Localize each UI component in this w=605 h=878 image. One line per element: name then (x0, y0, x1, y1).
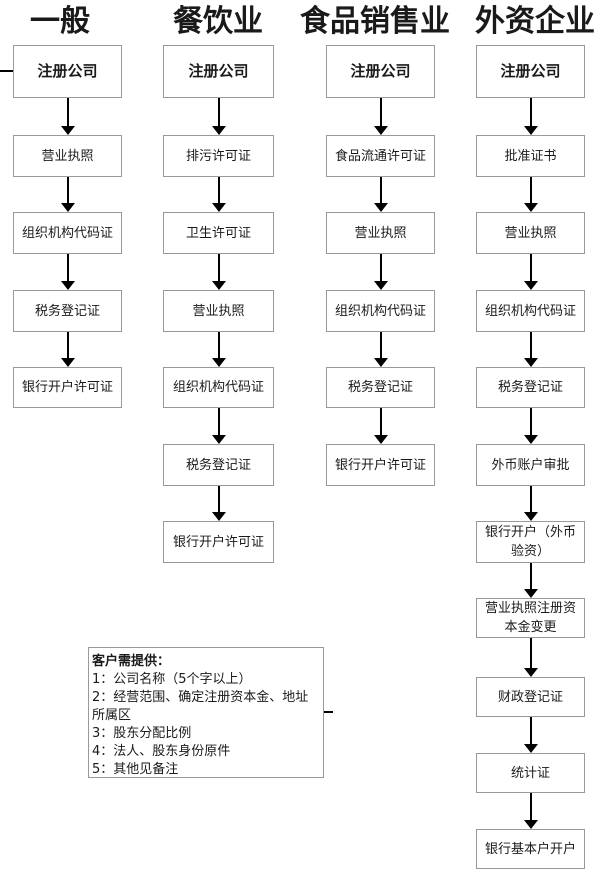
arrow-down-icon (211, 435, 226, 444)
notes-box: 客户需提供： 1：公司名称（5个字以上） 2：经营范围、确定注册资本金、地址所属区… (88, 647, 324, 778)
arrow-line (66, 332, 69, 359)
flow-step-box: 营业执照 (326, 212, 435, 254)
notes-item: 5：其他见备注 (92, 762, 179, 777)
column-title: 外资企业 (475, 4, 595, 39)
flow-step-box: 食品流通许可证 (326, 135, 435, 177)
arrow-line (529, 254, 532, 282)
notes-item: 3：股东分配比例 (92, 726, 192, 741)
arrow-line (379, 254, 382, 282)
arrow-down-icon (373, 358, 388, 367)
arrow-line (529, 638, 532, 669)
arrow-down-icon (523, 358, 538, 367)
flow-step-box: 卫生许可证 (163, 212, 274, 254)
flow-step-box: 组织机构代码证 (13, 212, 122, 254)
arrow-line (529, 717, 532, 745)
notes-item: 2：经营范围、确定注册资本金、地址所属区 (92, 690, 309, 723)
arrow-line (217, 254, 220, 282)
arrow-down-icon (523, 126, 538, 135)
arrow-line (217, 177, 220, 204)
arrow-down-icon (60, 358, 75, 367)
arrow-down-icon (373, 281, 388, 290)
arrow-down-icon (211, 358, 226, 367)
arrow-down-icon (523, 203, 538, 212)
flow-step-box: 营业执照 (476, 212, 585, 254)
arrow-down-icon (523, 512, 538, 521)
flow-step-box: 银行基本户开户 (476, 829, 585, 869)
flow-step-box: 银行开户许可证 (13, 367, 122, 408)
flow-step-box: 营业执照 (13, 135, 122, 177)
flow-step-box: 营业执照注册资本金变更 (476, 598, 585, 638)
flow-step-box: 税务登记证 (326, 367, 435, 408)
notes-item: 4：法人、股东身份原件 (92, 744, 231, 759)
arrow-line (217, 486, 220, 513)
arrow-down-icon (211, 126, 226, 135)
flow-step-box: 注册公司 (13, 45, 122, 98)
flow-step-box: 银行开户（外币验资） (476, 521, 585, 563)
arrow-line (529, 408, 532, 436)
flow-step-box: 排污许可证 (163, 135, 274, 177)
arrow-line (379, 98, 382, 127)
connector-stub-notes (324, 711, 333, 713)
arrow-down-icon (60, 126, 75, 135)
connector-stub-left (0, 70, 13, 72)
column-title: 餐饮业 (173, 4, 263, 39)
flow-step-box: 统计证 (476, 753, 585, 793)
arrow-line (217, 408, 220, 436)
arrow-down-icon (373, 126, 388, 135)
arrow-down-icon (523, 744, 538, 753)
arrow-line (66, 177, 69, 204)
flow-step-box: 税务登记证 (13, 290, 122, 332)
notes-items: 1：公司名称（5个字以上） 2：经营范围、确定注册资本金、地址所属区 3：股东分配比… (92, 671, 320, 779)
arrow-line (66, 98, 69, 127)
arrow-line (379, 332, 382, 359)
arrow-down-icon (211, 281, 226, 290)
arrow-line (66, 254, 69, 282)
notes-item: 1：公司名称（5个字以上） (92, 672, 252, 687)
arrow-down-icon (211, 512, 226, 521)
column-title: 一般 (30, 4, 90, 39)
flow-step-box: 组织机构代码证 (163, 367, 274, 408)
arrow-line (529, 486, 532, 513)
arrow-line (529, 332, 532, 359)
arrow-down-icon (523, 281, 538, 290)
flow-step-box: 组织机构代码证 (326, 290, 435, 332)
flow-step-box: 组织机构代码证 (476, 290, 585, 332)
arrow-down-icon (211, 203, 226, 212)
arrow-line (379, 408, 382, 436)
arrow-line (217, 98, 220, 127)
arrow-line (529, 98, 532, 127)
notes-title: 客户需提供： (92, 654, 171, 669)
flow-step-box: 银行开户许可证 (163, 521, 274, 563)
arrow-line (529, 793, 532, 821)
flow-step-box: 注册公司 (476, 45, 585, 98)
arrow-down-icon (373, 435, 388, 444)
arrow-down-icon (60, 203, 75, 212)
flow-step-box: 注册公司 (326, 45, 435, 98)
flow-step-box: 注册公司 (163, 45, 274, 98)
arrow-down-icon (373, 203, 388, 212)
arrow-down-icon (523, 589, 538, 598)
flow-step-box: 银行开户许可证 (326, 444, 435, 486)
flow-step-box: 营业执照 (163, 290, 274, 332)
column-title: 食品销售业 (300, 4, 450, 39)
arrow-down-icon (523, 668, 538, 677)
arrow-down-icon (523, 435, 538, 444)
arrow-line (529, 563, 532, 590)
arrow-down-icon (60, 281, 75, 290)
arrow-line (217, 332, 220, 359)
flow-step-box: 财政登记证 (476, 677, 585, 717)
flow-step-box: 批准证书 (476, 135, 585, 177)
flow-step-box: 税务登记证 (163, 444, 274, 486)
flow-step-box: 税务登记证 (476, 367, 585, 408)
arrow-line (379, 177, 382, 204)
arrow-down-icon (523, 820, 538, 829)
arrow-line (529, 177, 532, 204)
flow-step-box: 外币账户审批 (476, 444, 585, 486)
